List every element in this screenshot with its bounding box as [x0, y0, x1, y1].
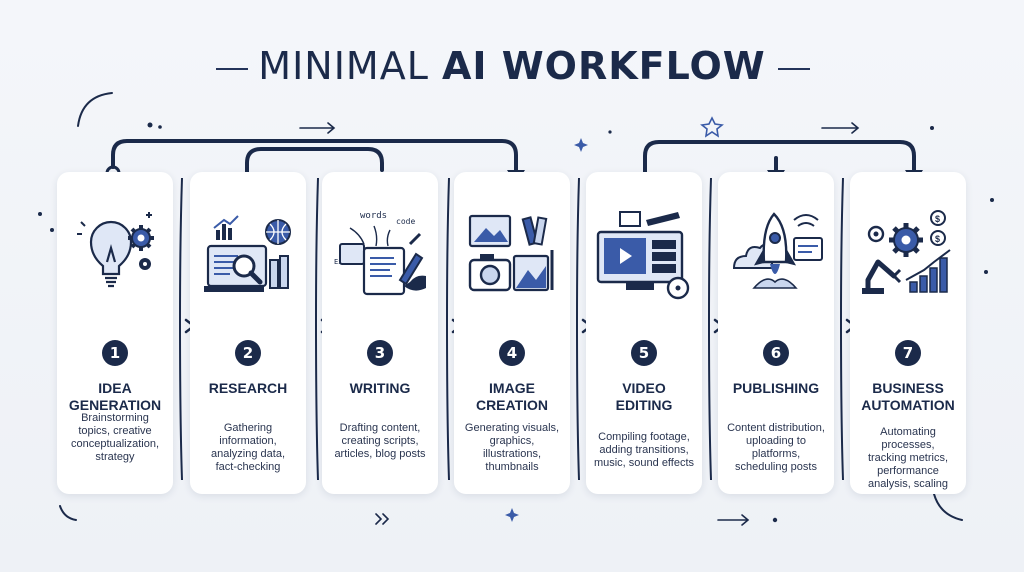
step-title: VIDEO EDITING — [615, 380, 673, 413]
step-card-research: 2 RESEARCH Gathering information, analyz… — [190, 172, 306, 494]
step-title: BUSINESS AUTOMATION — [861, 380, 955, 413]
svg-text:$: $ — [935, 214, 940, 224]
step-description: Brainstorming topics, creative conceptua… — [70, 412, 160, 463]
step-title: WRITING — [349, 380, 411, 396]
title-light: MINIMAL — [258, 44, 442, 88]
title-rule-right — [778, 68, 810, 70]
step-description: Drafting content, creating scripts, arti… — [334, 422, 426, 460]
step-title: PUBLISHING — [732, 380, 820, 396]
step-number: 7 — [895, 340, 921, 366]
robot-arm-chart-icon: $ $ — [862, 210, 951, 294]
title-rule-left — [216, 68, 248, 70]
step-description: Content distribution, uploading to platf… — [727, 422, 825, 473]
step-title: IDEA GENERATION — [68, 380, 162, 413]
title-bold: AI WORKFLOW — [441, 44, 766, 88]
video-editor-icon — [596, 211, 690, 300]
research-monitor-icon — [204, 215, 291, 292]
rocket-launch-icon — [732, 212, 823, 289]
step-description: Gathering information, analyzing data, f… — [211, 422, 285, 473]
page-title: MINIMAL AI WORKFLOW — [0, 44, 1024, 88]
step-card-business-automation: $ $ 7 BUSINESS AUTOMATION Automating pro… — [850, 172, 966, 494]
step-card-writing: words code Exit 3 WRITING Drafting conte… — [322, 172, 438, 494]
step-card-image-creation: 4 IMAGE CREATION Generating visuals, gra… — [454, 172, 570, 494]
step-card-video-editing: 5 VIDEO EDITING Compiling footage, addin… — [586, 172, 702, 494]
step-title: RESEARCH — [208, 380, 288, 396]
step-description: Generating visuals, graphics, illustrati… — [464, 422, 560, 473]
writing-hand-icon: words code Exit — [334, 211, 426, 296]
step-card-publishing: 6 PUBLISHING Content distribution, uploa… — [718, 172, 834, 494]
step-number: 4 — [499, 340, 525, 366]
step-number: 6 — [763, 340, 789, 366]
step-title: IMAGE CREATION — [475, 380, 549, 413]
step-number: 1 — [102, 340, 128, 366]
step-number: 2 — [235, 340, 261, 366]
step-description: Compiling footage, adding transitions, m… — [593, 431, 695, 469]
icon-text-words: words — [360, 211, 387, 221]
icon-text-code: code — [396, 217, 415, 226]
svg-text:$: $ — [935, 234, 940, 244]
lightbulb-gears-icon — [77, 212, 154, 288]
step-number: 3 — [367, 340, 393, 366]
image-camera-palette-icon — [468, 214, 554, 292]
step-description: Automating processes, tracking metrics, … — [867, 426, 949, 490]
step-number: 5 — [631, 340, 657, 366]
step-card-idea-generation: 1 IDEA GENERATION Brainstorming topics, … — [57, 172, 173, 494]
